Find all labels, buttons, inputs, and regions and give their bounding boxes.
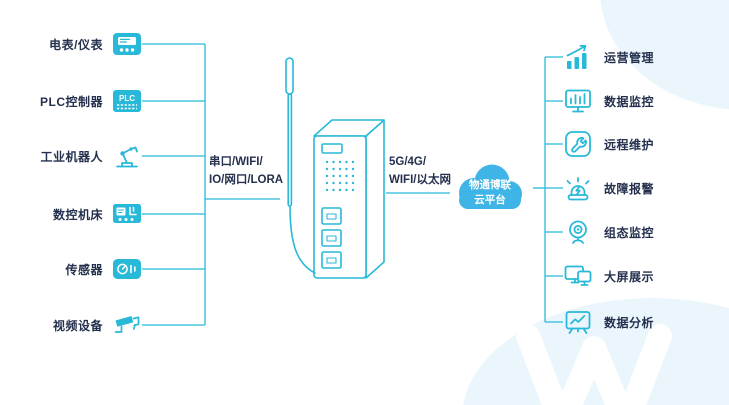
device-row: 传感器 <box>12 255 142 283</box>
feature-label: 故障报警 <box>604 181 655 196</box>
link-label-line: IO/网口/LORA <box>209 174 284 187</box>
bar-chart-growth-icon <box>563 42 593 72</box>
cloud-subname: 云平台 <box>474 194 506 206</box>
device-label: 传感器 <box>65 262 103 277</box>
gateway-vent-dots <box>325 160 355 192</box>
device-label: 电表/仪表 <box>49 37 103 52</box>
link-label-line: WIFI/以太网 <box>389 174 451 187</box>
plc-icon: PLC <box>112 88 142 114</box>
device-row: 电表/仪表 <box>12 30 142 58</box>
feature-label: 运营管理 <box>604 50 655 65</box>
sensor-icon <box>112 256 142 282</box>
svg-text:PLC: PLC <box>119 94 135 103</box>
cloud-name: 物通博联 <box>469 179 511 192</box>
cloud-icon <box>459 164 522 209</box>
device-label: 视频设备 <box>52 318 103 333</box>
wrench-icon <box>563 129 593 159</box>
device-row: 数控机床 <box>12 200 142 228</box>
device-label: PLC控制器 <box>39 94 103 109</box>
feature-row: 运营管理 <box>563 42 654 72</box>
cnc-machine-icon <box>112 201 142 227</box>
feature-label: 远程维护 <box>604 137 655 152</box>
feature-label: 数据监控 <box>604 94 655 109</box>
feature-row: 远程维护 <box>563 129 654 159</box>
webcam-icon <box>563 217 593 247</box>
feature-row: 数据监控 <box>563 86 654 116</box>
dual-screen-icon <box>563 261 593 291</box>
chart-board-icon <box>563 307 593 337</box>
feature-row: 数据分析 <box>563 307 654 337</box>
device-row: 视频设备 <box>12 311 142 339</box>
feature-label: 数据分析 <box>604 315 655 330</box>
industrial-gateway-router-icon <box>285 57 385 279</box>
feature-row: 故障报警 <box>563 173 654 203</box>
feature-label: 组态监控 <box>604 225 655 240</box>
gateway-right-link-label: 5G/4G/ WIFI/以太网 <box>389 153 451 190</box>
link-label-line: 5G/4G/ <box>389 156 427 168</box>
feature-row: 组态监控 <box>563 217 654 247</box>
device-row: PLC控制器 PLC <box>12 87 142 115</box>
feature-row: 大屏展示 <box>563 261 654 291</box>
gateway-left-link-label: 串口/WIFI/ IO/网口/LORA <box>209 153 283 190</box>
cctv-camera-icon <box>112 312 142 338</box>
feature-label: 大屏展示 <box>604 269 655 284</box>
device-label: 工业机器人 <box>40 149 103 164</box>
alarm-icon <box>563 173 593 203</box>
monitor-chart-icon <box>563 86 593 116</box>
link-label-line: 串口/WIFI/ <box>209 156 263 168</box>
robot-arm-icon <box>112 143 142 169</box>
meter-icon <box>112 31 142 57</box>
device-label: 数控机床 <box>52 207 103 222</box>
device-row: 工业机器人 <box>12 142 142 170</box>
cloud-platform: 物通博联 云平台 <box>447 156 533 222</box>
